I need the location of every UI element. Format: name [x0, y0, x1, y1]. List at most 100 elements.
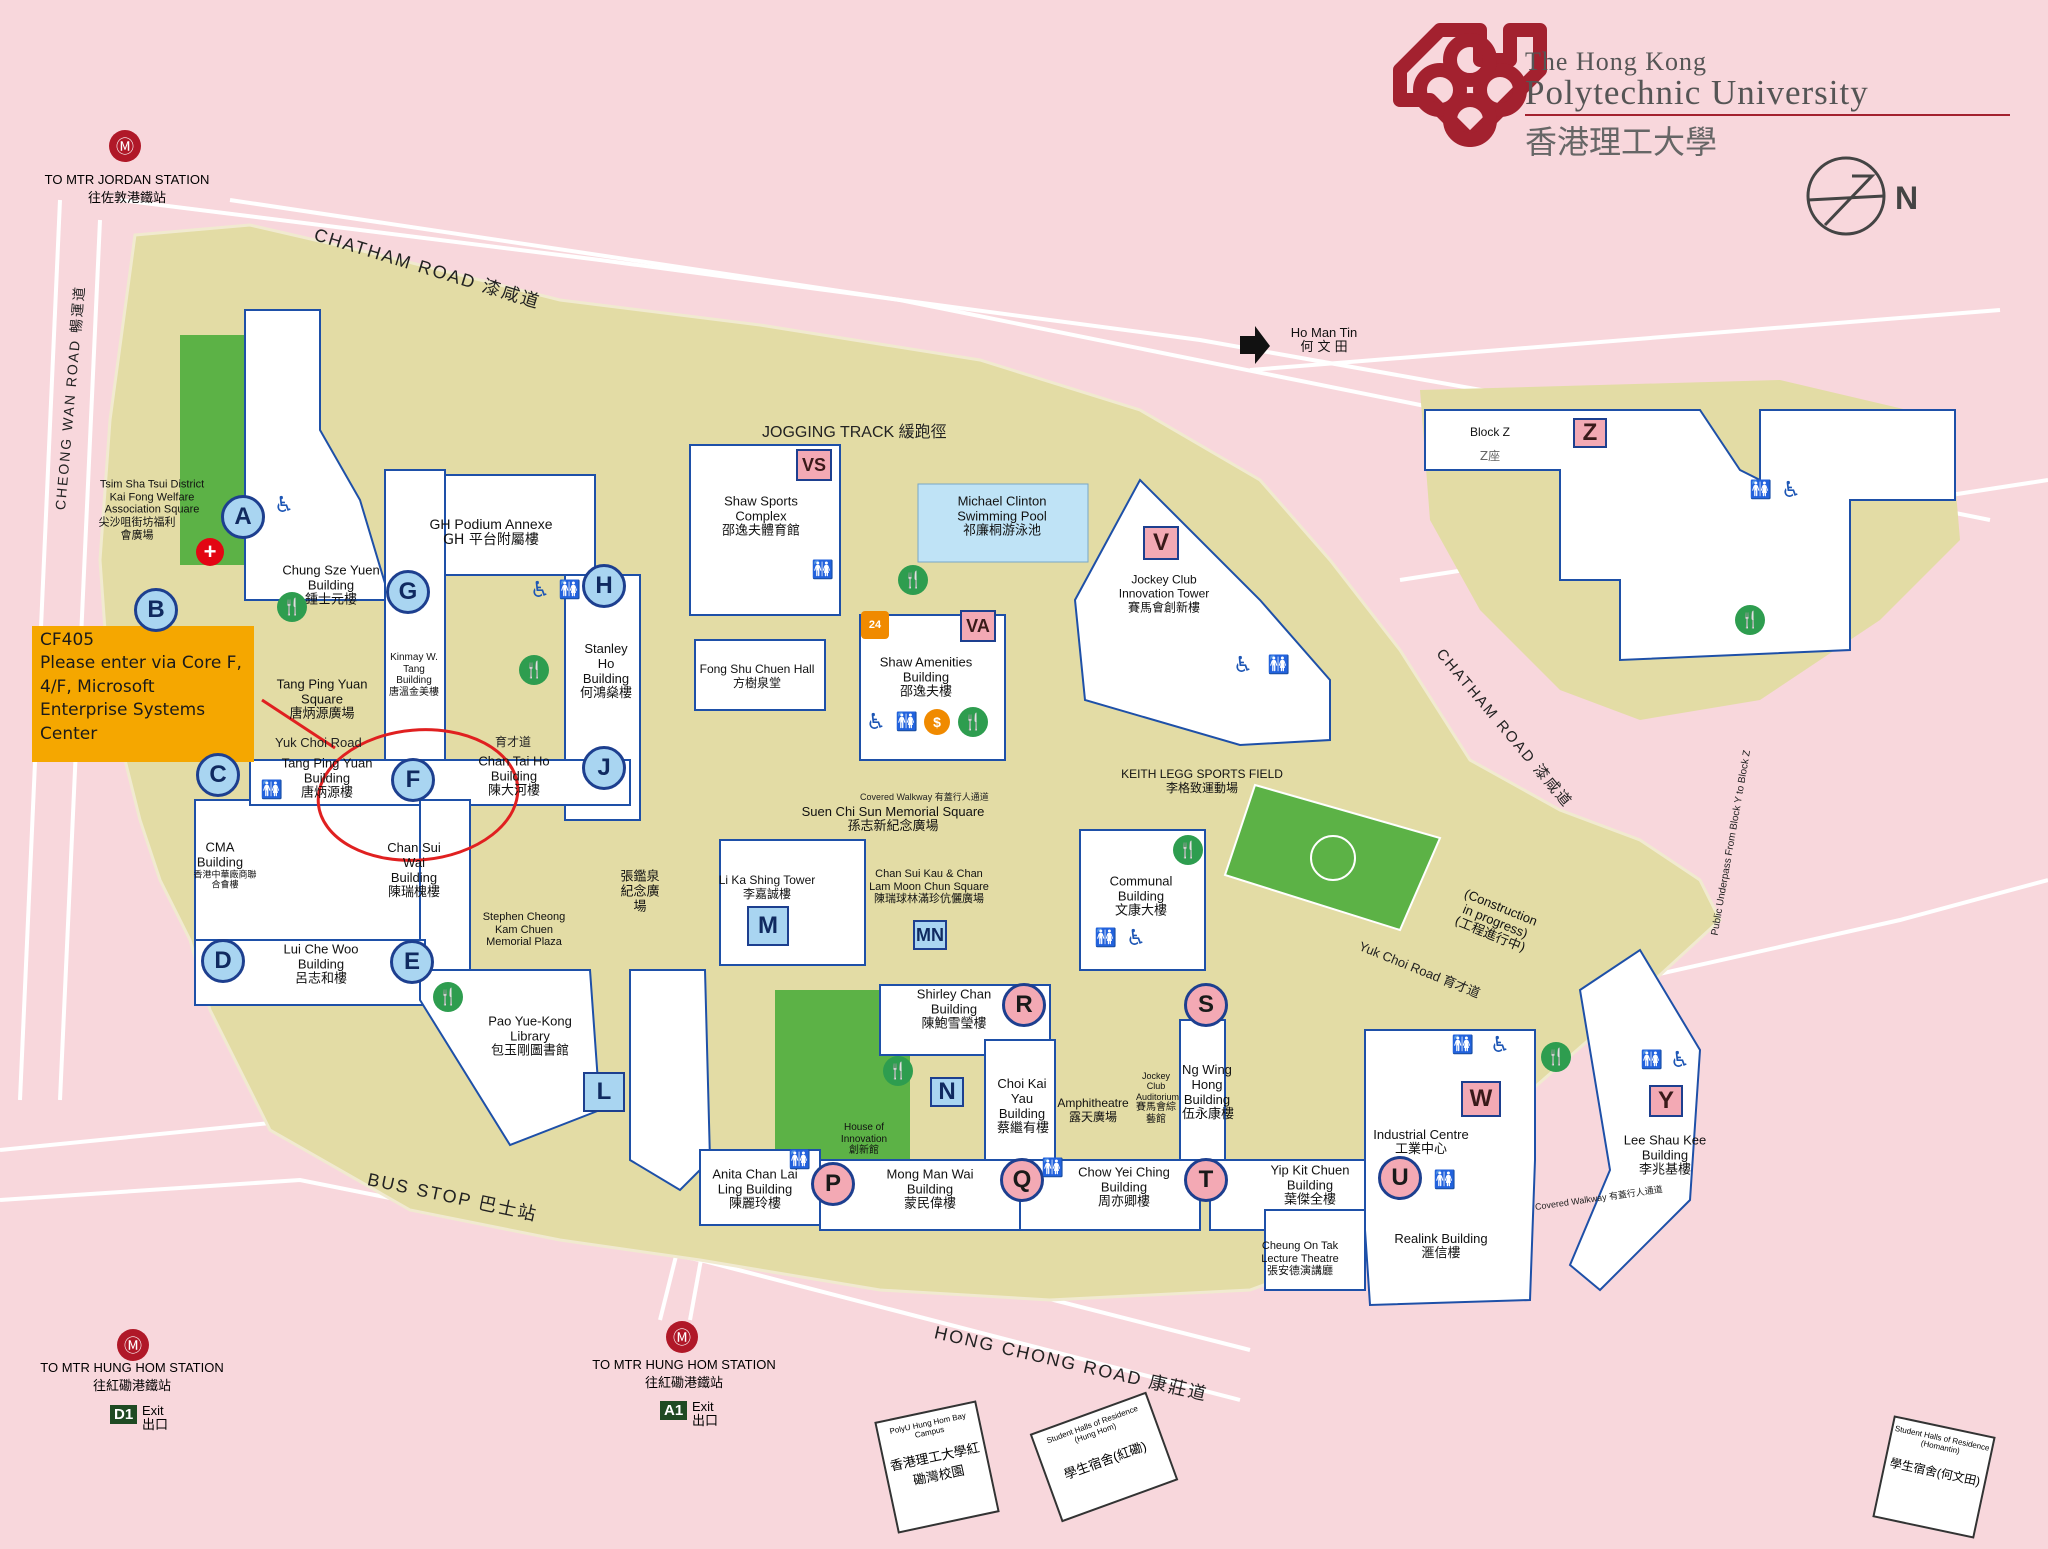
core-q-marker[interactable]: Q [1000, 1158, 1044, 1202]
toilet-icon: 🚻 [788, 1149, 812, 1170]
mtr-icon: Ⓜ [117, 1329, 149, 1361]
callout-arrow [261, 698, 336, 750]
building-y-marker[interactable]: Y [1649, 1085, 1683, 1117]
core-h-marker[interactable]: H [582, 564, 626, 608]
exit-badge-a1: A1 [660, 1401, 688, 1420]
label-industrial-centre: Industrial Centre 工業中心 [1373, 1127, 1469, 1157]
road-jogging-track: JOGGING TRACK 緩跑徑 [762, 424, 947, 441]
toilet-icon: 🚻 [1451, 1034, 1475, 1055]
restaurant-icon: 🍴 [277, 592, 307, 622]
exit-zh: 出口 [692, 1412, 719, 1428]
label-choi-kai-yau: Choi Kai Yau Building 蔡繼有樓 [996, 1076, 1050, 1136]
core-p-marker[interactable]: P [811, 1162, 855, 1206]
core-s-marker[interactable]: S [1184, 983, 1228, 1027]
label-mong-man-wai: Mong Man Wai Building 蒙民偉樓 [886, 1166, 974, 1212]
mtr-zh: 往佐敦港鐵站 [87, 190, 167, 205]
label-chow-yei-ching: Chow Yei Ching Building 周亦卿樓 [1078, 1164, 1170, 1210]
label-shaw-amenities: Shaw Amenities Building 邵逸夫樓 [879, 654, 973, 700]
off-campus-box: Student Halls of Residence (Homantin) 學生… [1872, 1415, 1996, 1539]
off-campus-zh: 學生宿舍(何文田) [1888, 1455, 1982, 1489]
label-yip-kit-chuen: Yip Kit Chuen Building 葉傑全樓 [1270, 1162, 1350, 1208]
core-c-marker[interactable]: C [196, 753, 240, 797]
mtr-jordan-label: TO MTR JORDAN STATION 往佐敦港鐵站 [45, 172, 210, 206]
building-l-marker[interactable]: L [583, 1072, 625, 1112]
arrow-icon [1240, 326, 1270, 364]
core-g-marker[interactable]: G [386, 570, 430, 614]
callout-line: Enterprise Systems [40, 700, 206, 721]
label-suen-chi-sun: Suen Chi Sun Memorial Square 孫志新紀念廣場 [801, 804, 985, 834]
wheelchair-icon: ♿ [1126, 925, 1146, 950]
restaurant-icon: 🍴 [1735, 605, 1765, 635]
label-cheung-kam-chuen: 張鑑泉紀念廣場 [620, 869, 660, 915]
label-cheung-on-tak: Cheung On Tak Lecture Theatre 張安德演講廳 [1261, 1240, 1339, 1278]
building-va-marker[interactable]: VA [960, 610, 996, 642]
restaurant-icon: 🍴 [433, 982, 463, 1012]
label-chan-tai-ho: Chan Tai Ho Building 陳大河樓 [478, 753, 550, 799]
wheelchair-icon: ♿ [1670, 1047, 1690, 1072]
core-a-marker[interactable]: A [221, 495, 265, 539]
wheelchair-icon: ♿ [274, 492, 294, 517]
core-r-marker[interactable]: R [1002, 983, 1046, 1027]
building-w-marker[interactable]: W [1461, 1081, 1501, 1117]
label-kinmay: Kinmay W. Tang Building 唐溫金美樓 [389, 652, 439, 698]
building-v-marker[interactable]: V [1143, 526, 1179, 560]
covered-walkway-label: Covered Walkway 有蓋行人通道 [860, 792, 989, 802]
toilet-icon: 🚻 [1094, 927, 1118, 948]
university-name: The Hong Kong Polytechnic University 香港理… [1525, 47, 1869, 163]
wheelchair-icon: ♿ [1781, 477, 1801, 502]
callout-line: CF405 [40, 630, 95, 650]
mtr-icon: Ⓜ [109, 130, 141, 162]
swimming-pool [917, 483, 1089, 563]
toilet-icon: 🚻 [558, 579, 582, 600]
label-chan-sui-kau: Chan Sui Kau & Chan Lam Moon Chun Square… [869, 868, 989, 906]
label-block-z: Block Z Z座 [1469, 425, 1511, 463]
label-cma: CMA Building 香港中華廠商聯合會樓 [193, 839, 257, 891]
wheelchair-icon: ♿ [1490, 1032, 1510, 1057]
label-shaw-sports: Shaw Sports Complex 邵逸夫體育館 [721, 493, 800, 539]
building-mn-marker[interactable]: MN [913, 920, 947, 950]
core-b-marker[interactable]: B [134, 588, 178, 632]
label-amphitheatre: Amphitheatre 露天廣場 [1057, 1096, 1129, 1124]
label-chung-sze-yuen: Chung Sze Yuen Building 鍾士元樓 [282, 562, 380, 608]
room-callout: CF405 Please enter via Core F, 4/F, Micr… [32, 626, 254, 762]
core-t-marker[interactable]: T [1184, 1158, 1228, 1202]
restaurant-icon: 🍴 [958, 707, 988, 737]
label-keith-legg: KEITH LEGG SPORTS FIELD 李格致運動場 [1121, 767, 1283, 795]
building-n-marker[interactable]: N [930, 1077, 964, 1107]
core-u-marker[interactable]: U [1378, 1156, 1422, 1200]
toilet-icon: 🚻 [1433, 1169, 1457, 1190]
restaurant-icon: 🍴 [898, 565, 928, 595]
ho-man-tin-label: Ho Man Tin 何 文 田 [1290, 325, 1358, 355]
core-f-marker[interactable]: F [391, 758, 435, 802]
road-yuk-choi-left: Yuk Choi Road [275, 735, 362, 750]
label-li-ka-shing: Li Ka Shing Tower 李嘉誠樓 [718, 873, 816, 901]
building-z-marker[interactable]: Z [1573, 418, 1607, 448]
core-e-marker[interactable]: E [390, 940, 434, 984]
label-lui-che-woo: Lui Che Woo Building 呂志和樓 [283, 941, 359, 987]
callout-line: 4/F, Microsoft [40, 676, 155, 697]
building-vs-marker[interactable]: VS [796, 449, 832, 481]
core-j-marker[interactable]: J [582, 746, 626, 790]
mtr-en: TO MTR HUNG HOM STATION [40, 1360, 224, 1375]
first-aid-icon: + [196, 538, 224, 566]
mtr-zh: 往紅磡港鐵站 [92, 1378, 171, 1393]
compass-north-label: N [1895, 180, 1919, 216]
polyu-logo [1393, 23, 1547, 147]
exit-badge-d1: D1 [110, 1405, 138, 1424]
restaurant-icon: 🍴 [1541, 1042, 1571, 1072]
core-d-marker[interactable]: D [201, 939, 245, 983]
building-m-marker[interactable]: M [747, 906, 789, 946]
toilet-icon: 🚻 [811, 559, 835, 580]
mtr-en: TO MTR HUNG HOM STATION [592, 1357, 776, 1372]
callout-line: Center [40, 723, 98, 744]
exit-en: Exit [692, 1399, 714, 1414]
toilet-icon: 🚻 [1749, 479, 1773, 500]
road-yuk-choi-mid: 育才道 [495, 735, 532, 749]
toilet-icon: 🚻 [1041, 1157, 1065, 1178]
wheelchair-icon: ♿ [530, 577, 550, 602]
off-campus-zh: 香港理工大學紅磡灣校園 [888, 1439, 981, 1489]
label-tang-ping-yuan-square: Tang Ping Yuan Square 唐炳源廣場 [276, 676, 368, 722]
mtr-icon: Ⓜ [666, 1321, 698, 1353]
label-jockey-innovation: Jockey Club Innovation Tower 賽馬會創新樓 [1118, 572, 1210, 614]
